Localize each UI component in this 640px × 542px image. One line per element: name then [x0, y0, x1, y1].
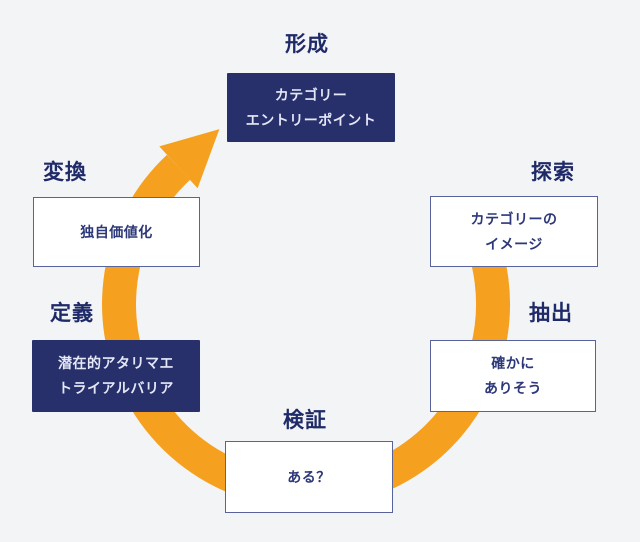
step-label-exploration: 探索 [531, 161, 575, 184]
node-box-exploration: カテゴリーの イメージ [430, 196, 598, 267]
step-label-extraction: 抽出 [529, 302, 573, 325]
step-label-definition: 定義 [50, 302, 94, 325]
node-box-line: 独自価値化 [80, 223, 153, 240]
node-box-formation: カテゴリー エントリーポイント [227, 73, 395, 142]
node-box-line: 確かに [491, 355, 535, 371]
node-box-line: カテゴリー [274, 86, 348, 103]
node-box-definition: 潜在的アタリマエ トライアルバリア [32, 340, 200, 412]
node-box-transformation: 独自価値化 [33, 197, 200, 267]
step-label-transformation: 変換 [43, 161, 87, 184]
node-box-line: 潜在的アタリマエ [58, 355, 174, 371]
node-box-verification: ある？ [225, 441, 393, 513]
node-box-line: カテゴリーの [470, 210, 558, 227]
node-box-extraction: 確かに ありそう [430, 340, 596, 412]
node-box-line: エントリーポイント [245, 111, 377, 128]
node-box-line: イメージ [485, 235, 543, 252]
step-label-verification: 検証 [283, 409, 327, 432]
step-label-formation: 形成 [285, 33, 329, 56]
node-box-line: ありそう [484, 380, 542, 396]
cycle-arrowhead-icon [159, 129, 220, 189]
node-box-line: ある？ [287, 468, 331, 485]
node-box-line: トライアルバリア [58, 380, 174, 396]
